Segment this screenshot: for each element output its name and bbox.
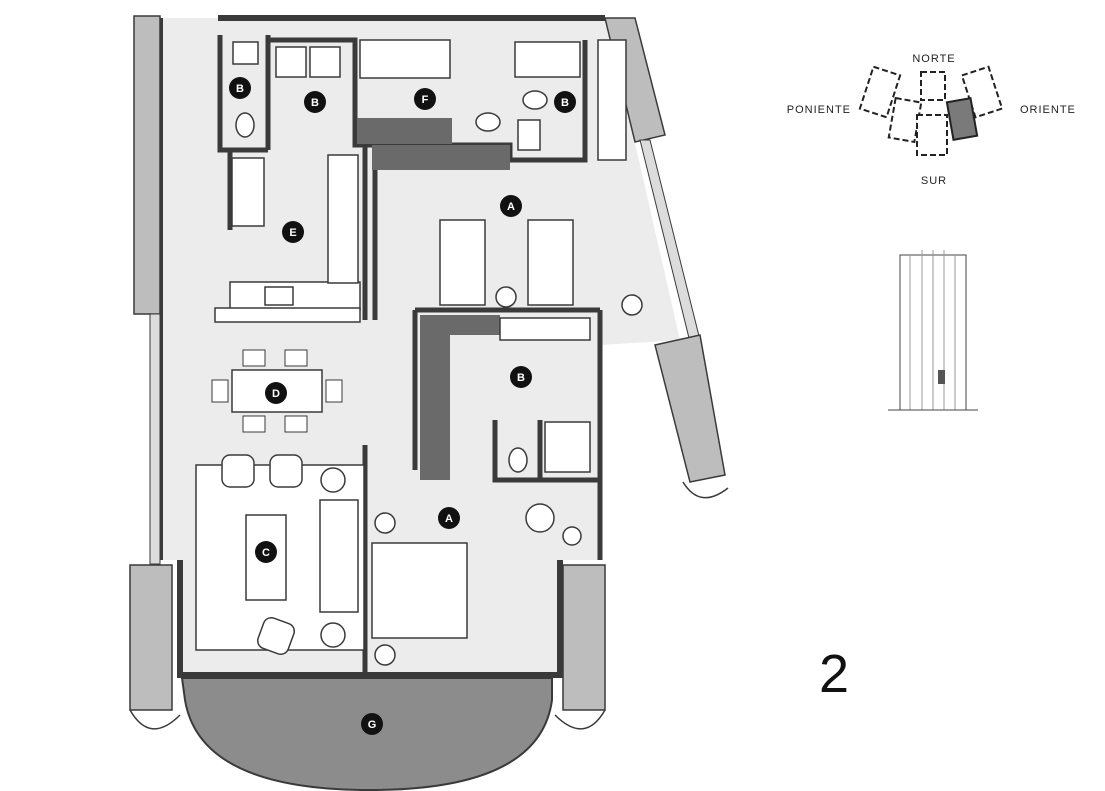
svg-text:A: A <box>507 201 515 213</box>
svg-text:E: E <box>289 227 296 239</box>
room-marker-terrace: G <box>361 713 383 735</box>
compass-east-label: ORIENTE <box>1020 104 1076 116</box>
svg-text:B: B <box>311 97 319 109</box>
room-marker-living: C <box>255 541 277 563</box>
living-furniture <box>195 454 365 656</box>
room-marker-bath-master: B <box>510 366 532 388</box>
interior-walls <box>217 35 603 675</box>
twin-beds <box>439 219 643 316</box>
compass-south-label: SUR <box>921 175 947 187</box>
building-elevation <box>888 250 978 411</box>
closet-hatch <box>357 118 510 480</box>
key-plan: NORTE PONIENTE ORIENTE SUR <box>787 53 1076 187</box>
room-marker-bedroom-twin: A <box>500 195 522 217</box>
compass-north-label: NORTE <box>912 53 955 65</box>
room-markers: B B F B A E B D <box>229 77 576 735</box>
master-bed <box>371 503 582 666</box>
terrace-area <box>180 677 553 791</box>
dining-table <box>211 349 343 433</box>
svg-text:B: B <box>236 83 244 95</box>
svg-text:C: C <box>262 547 270 559</box>
room-marker-bedroom-master: A <box>438 507 460 529</box>
svg-text:A: A <box>445 513 453 525</box>
svg-text:G: G <box>368 719 377 731</box>
kitchen-counters <box>214 154 361 323</box>
room-marker-bath-west: B <box>229 77 251 99</box>
room-marker-bath-north: B <box>554 91 576 113</box>
svg-text:B: B <box>517 372 525 384</box>
unit-number: 2 <box>819 644 849 704</box>
room-marker-kitchen: E <box>282 221 304 243</box>
svg-text:B: B <box>561 97 569 109</box>
room-marker-bath-service: B <box>304 91 326 113</box>
room-marker-laundry: F <box>414 88 436 110</box>
room-marker-dining: D <box>265 382 287 404</box>
unit-highlight <box>945 97 979 141</box>
south-columns <box>129 564 606 730</box>
svg-text:F: F <box>422 94 429 106</box>
west-window-column <box>133 15 161 565</box>
svg-text:D: D <box>272 388 280 400</box>
bath-fixtures <box>232 39 627 473</box>
compass-west-label: PONIENTE <box>787 104 851 116</box>
